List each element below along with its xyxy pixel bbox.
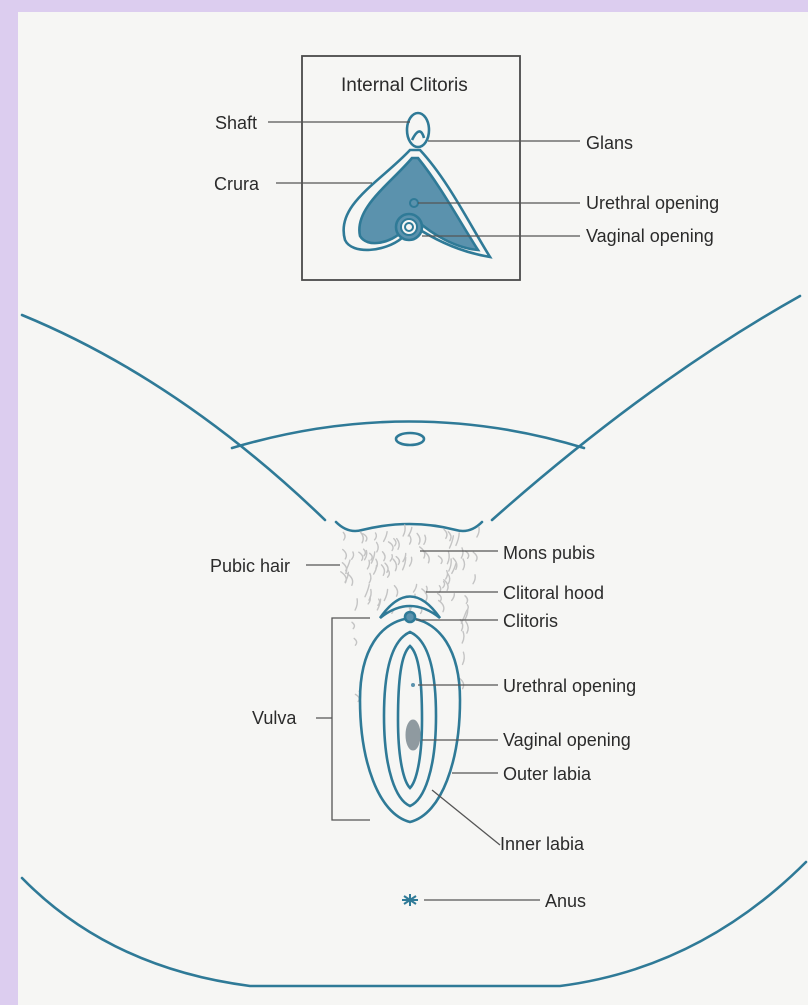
- hair-stroke: [473, 552, 477, 561]
- hair-stroke: [394, 539, 396, 546]
- hair-stroke: [378, 599, 380, 605]
- hair-stroke: [409, 535, 411, 544]
- hair-stroke: [443, 582, 445, 588]
- label-urethral-opening: Urethral opening: [503, 676, 636, 696]
- vulva-drawing: [360, 597, 460, 823]
- inset-title: Internal Clitoris: [341, 75, 468, 97]
- hair-stroke: [452, 594, 455, 601]
- navel: [396, 433, 424, 445]
- label-inset-vaginal-opening: Vaginal opening: [586, 226, 714, 246]
- hair-stroke: [438, 556, 442, 563]
- label-inner-labia: Inner labia: [500, 834, 584, 854]
- hair-stroke: [352, 552, 354, 559]
- hair-stroke: [452, 564, 456, 574]
- hair-stroke: [374, 565, 377, 574]
- label-anus: Anus: [545, 891, 586, 911]
- hair-stroke: [369, 573, 371, 583]
- hair-stroke: [352, 622, 354, 628]
- hair-stroke: [414, 584, 417, 592]
- clitoris-shape: [405, 612, 415, 622]
- outer-labia-shape: [360, 618, 460, 822]
- hair-stroke: [465, 551, 468, 558]
- hair-stroke: [477, 527, 479, 537]
- hair-stroke: [393, 559, 396, 571]
- label-shaft: Shaft: [215, 113, 257, 133]
- hair-stroke: [410, 557, 412, 566]
- hair-stroke: [383, 552, 386, 561]
- hair-stroke: [346, 560, 350, 571]
- hair-stroke: [394, 586, 397, 597]
- label-inset-urethral-opening: Urethral opening: [586, 193, 719, 213]
- hair-stroke: [463, 559, 465, 570]
- hair-stroke: [364, 549, 366, 556]
- label-clitoral-hood: Clitoral hood: [503, 583, 604, 603]
- hair-stroke: [389, 542, 394, 551]
- label-crura: Crura: [214, 174, 259, 194]
- hair-stroke: [343, 532, 345, 540]
- hair-stroke: [342, 563, 346, 574]
- right-leg-crease: [492, 296, 800, 520]
- mons-bottom: [336, 522, 482, 531]
- hair-stroke: [384, 532, 388, 542]
- hair-stroke: [473, 575, 475, 584]
- hair-stroke: [456, 533, 459, 545]
- hair-stroke: [354, 638, 356, 645]
- hair-stroke: [403, 525, 405, 536]
- hair-stroke: [466, 622, 468, 634]
- hair-stroke: [385, 563, 388, 572]
- hair-stroke: [365, 585, 369, 597]
- hair-stroke: [355, 694, 359, 701]
- urethral-dot: [411, 683, 415, 687]
- label-glans: Glans: [586, 133, 633, 153]
- hair-stroke: [448, 532, 451, 541]
- hair-stroke: [396, 557, 399, 565]
- hair-stroke: [420, 547, 425, 558]
- hair-stroke: [465, 596, 468, 604]
- hair-stroke: [397, 539, 400, 550]
- hair-stroke: [439, 601, 444, 612]
- hair-stroke: [359, 552, 363, 560]
- label-outer-labia: Outer labia: [503, 764, 591, 784]
- hair-stroke: [444, 529, 447, 538]
- vaginal-opening-shape: [406, 720, 420, 750]
- hair-stroke: [424, 535, 426, 544]
- label-clitoris: Clitoris: [503, 611, 558, 631]
- hair-stroke: [462, 632, 464, 644]
- hair-stroke: [370, 553, 373, 560]
- vaginal-mid: [401, 219, 417, 235]
- hair-stroke: [446, 571, 448, 579]
- hair-stroke: [382, 565, 385, 575]
- left-leg-crease: [22, 315, 325, 520]
- label-vaginal-opening: Vaginal opening: [503, 730, 631, 750]
- glans-shape: [407, 113, 429, 147]
- hair-stroke: [461, 548, 463, 558]
- label-mons-pubis: Mons pubis: [503, 543, 595, 563]
- hair-stroke: [375, 533, 377, 540]
- hair-stroke: [355, 599, 357, 610]
- hair-stroke: [343, 550, 347, 559]
- label-pubic-hair: Pubic hair: [210, 556, 290, 576]
- hair-stroke: [463, 652, 465, 664]
- label-vulva: Vulva: [252, 708, 296, 728]
- hair-stroke: [417, 533, 420, 544]
- diagram-panel: Internal Clitoris Shaft Crura Glans Uret…: [18, 12, 808, 1005]
- hair-stroke: [447, 551, 449, 563]
- hair-stroke: [384, 589, 387, 600]
- hair-stroke: [367, 560, 369, 569]
- anatomy-diagram: [18, 12, 808, 1005]
- buttocks-curve: [22, 862, 806, 986]
- hair-stroke: [390, 555, 392, 561]
- anus-shape: [402, 894, 418, 906]
- hair-stroke: [377, 542, 379, 552]
- hair-stroke: [448, 574, 450, 584]
